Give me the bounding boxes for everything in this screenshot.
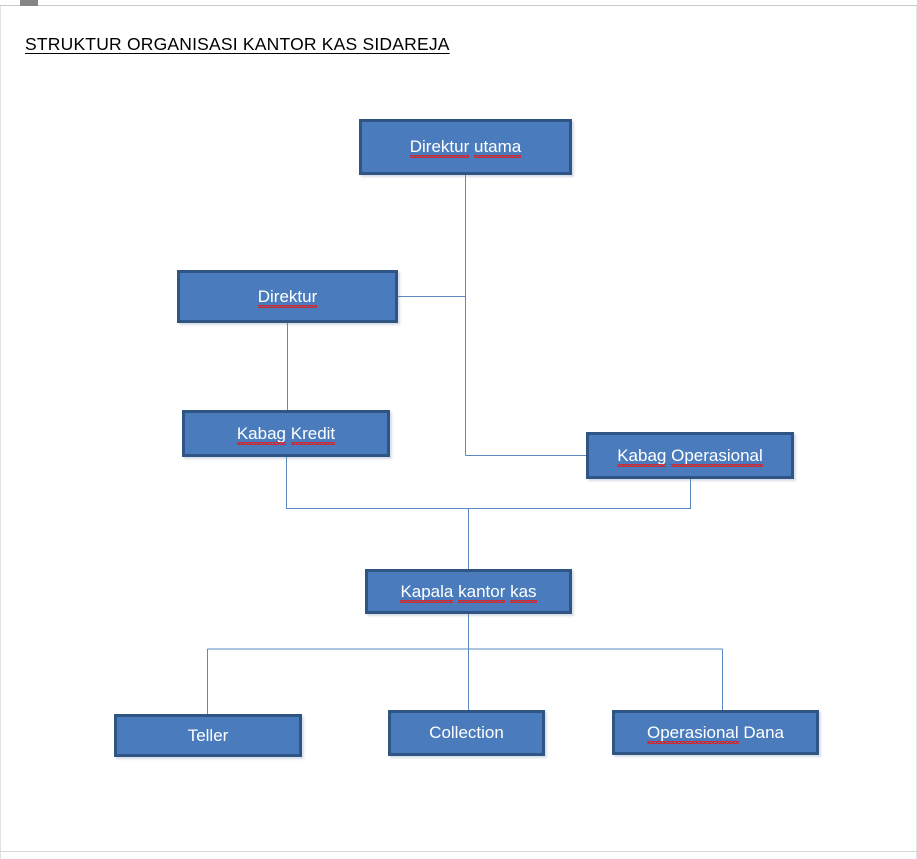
node-kabag-operasional[interactable]: Kabag Operasional (586, 432, 794, 479)
word-kabag: Kabag (617, 445, 667, 467)
node-label-teller: Teller (187, 725, 229, 745)
page-left-border (0, 6, 1, 859)
node-kabag-kredit[interactable]: Kabag Kredit (182, 410, 390, 457)
node-collection[interactable]: Collection (388, 710, 545, 756)
word-kabag: Kabag (236, 423, 287, 445)
document-handle-icon[interactable] (20, 0, 38, 6)
word-kapala: Kapala (400, 581, 454, 603)
page-bottom-rule (0, 851, 917, 852)
node-label-kabag-operasional: Kabag Operasional (617, 445, 763, 467)
word-direktur: Direktur (257, 286, 318, 308)
word-utama: utama (474, 137, 522, 158)
page-top-rule (0, 5, 917, 6)
node-direktur[interactable]: Direktur (177, 270, 398, 323)
word-direktur: Direktur (409, 137, 470, 158)
node-label-operasional-dana: Operasional Dana (646, 722, 785, 744)
word-kas: kas (510, 581, 538, 603)
node-operasional-dana[interactable]: Operasional Dana (612, 710, 819, 755)
node-label-kapala-kantor-kas: Kapala kantor kas (400, 581, 538, 603)
node-label-direktur-utama: Direktur utama (409, 137, 522, 158)
node-label-kabag-kredit: Kabag Kredit (236, 423, 336, 445)
node-direktur-utama[interactable]: Direktur utama (359, 119, 572, 175)
node-label-direktur: Direktur (257, 286, 318, 308)
node-kapala-kantor-kas[interactable]: Kapala kantor kas (365, 569, 572, 614)
word-dana: Dana (738, 722, 785, 742)
node-label-collection: Collection (429, 723, 504, 742)
word-kredit: Kredit (290, 423, 336, 445)
word-operasional: Operasional (671, 445, 763, 467)
word-kantor: kantor (458, 581, 506, 603)
word-operasional: Operasional (646, 722, 739, 744)
page-title: STRUKTUR ORGANISASI KANTOR KAS SIDAREJA (25, 34, 450, 54)
node-teller[interactable]: Teller (114, 714, 302, 757)
